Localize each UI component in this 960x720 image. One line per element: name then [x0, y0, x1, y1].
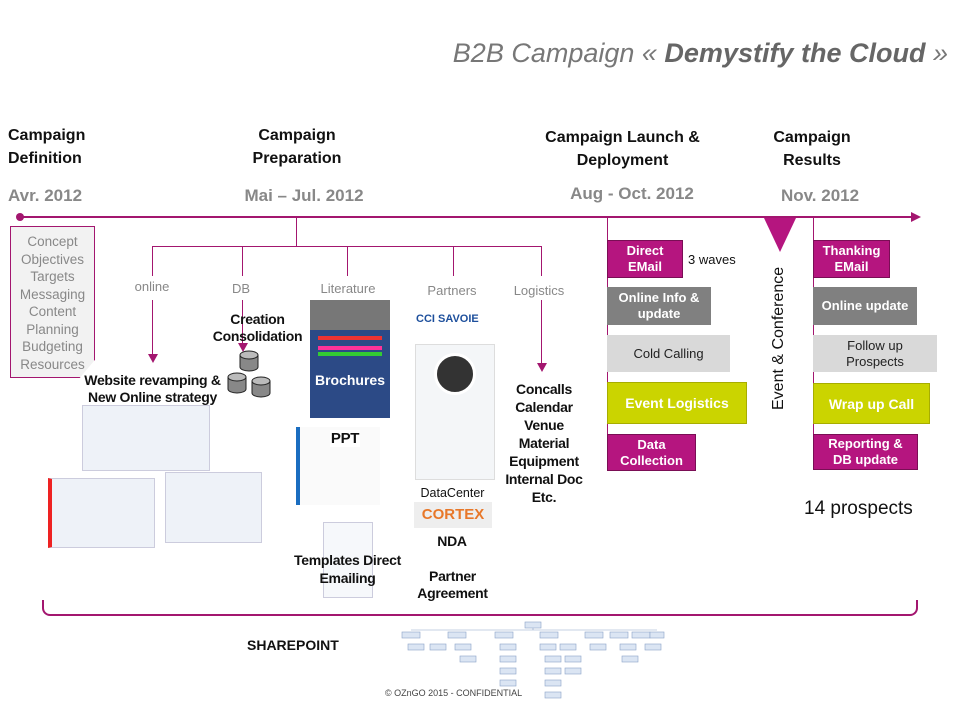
templates-label: Templates Direct Emailing: [294, 552, 401, 586]
follow-up-box: Follow up Prospects: [813, 335, 937, 372]
direct-email-box: Direct EMail: [607, 240, 683, 278]
online-info-box: Online Info & update: [607, 287, 711, 325]
branch-line: [152, 246, 153, 276]
website-screenshot: [165, 472, 262, 543]
branch-stem: [296, 218, 297, 247]
logistics-item: Concalls: [516, 381, 572, 397]
logistics-item: Venue: [524, 417, 564, 433]
reporting-box: Reporting & DB update: [813, 434, 918, 470]
event-conference-label: Event & Conference: [770, 266, 787, 410]
brochure-label: Brochures: [314, 372, 386, 388]
event-marker-icon: [764, 218, 796, 252]
definition-item: Messaging: [19, 286, 86, 302]
branch-line: [347, 246, 348, 276]
partner-profile-card: [415, 344, 495, 480]
logistics-item: Internal Doc: [505, 471, 583, 487]
phase-results-title: Campaign Results: [773, 129, 851, 169]
phase-preparation-date: Mai – Jul. 2012: [244, 186, 364, 205]
online-arrow-line: [152, 300, 153, 355]
db-arrow-line: [242, 300, 243, 344]
branch-line: [242, 246, 243, 276]
definition-item: Budgeting: [22, 339, 83, 354]
phase-launch-date: Aug - Oct. 2012: [570, 184, 694, 203]
website-screenshot: [48, 478, 155, 548]
branch-line: [453, 246, 454, 276]
branch-online: online: [134, 279, 170, 294]
wrap-up-call-box: Wrap up Call: [813, 383, 930, 424]
slide-title: B2B Campaign « Demystify the Cloud »: [452, 38, 948, 68]
definition-note: Concept Objectives Targets Messaging Con…: [10, 226, 95, 378]
nda-label: NDA: [437, 533, 467, 549]
db-result: Creation Consolidation: [212, 311, 303, 344]
logistics-item: Etc.: [531, 489, 557, 505]
branch-literature: Literature: [320, 281, 376, 296]
phase-launch-title: Campaign Launch & Deployment: [545, 129, 700, 169]
thanking-email-box: Thanking EMail: [813, 240, 890, 278]
event-logistics-box: Event Logistics: [607, 382, 747, 424]
online-result: Website revamping & New Online strategy: [84, 372, 221, 405]
database-icon: [227, 350, 271, 398]
branch-logistics: Logistics: [513, 283, 565, 298]
website-screenshot: [82, 405, 210, 471]
phase-results-date: Nov. 2012: [780, 186, 860, 205]
definition-item: Concept: [27, 234, 78, 249]
logistics-list: Concalls Calendar Venue Material Equipme…: [494, 380, 594, 506]
sharepoint-label: SHAREPOINT: [247, 637, 339, 653]
logistics-item: Material: [518, 435, 570, 451]
timeline-start-dot: [16, 213, 24, 221]
arrow-down-icon: [148, 354, 158, 363]
templates-thumbnail: [323, 522, 373, 598]
footer-copyright: © OZnGO 2015 - CONFIDENTIAL: [385, 688, 523, 698]
ppt-label: PPT: [330, 430, 360, 447]
cold-calling-box: Cold Calling: [607, 335, 730, 372]
data-collection-box: Data Collection: [607, 434, 696, 471]
brochure-image: Brochures: [310, 300, 390, 418]
phase-preparation-title: Campaign Preparation: [252, 127, 342, 167]
datacenter-label: DataCenter: [420, 486, 485, 500]
definition-item: Targets: [30, 269, 75, 284]
arrow-down-icon: [537, 363, 547, 372]
logistics-item: Calendar: [515, 399, 573, 415]
branch-db: DB: [231, 281, 251, 296]
definition-item: Content: [28, 304, 77, 319]
sharepoint-tree-diagram: [401, 621, 665, 699]
phase-definition-title: Campaign Definition: [8, 127, 86, 167]
prospects-count: 14 prospects: [804, 498, 913, 519]
definition-item: Objectives: [20, 251, 85, 267]
online-update-box: Online update: [813, 287, 917, 325]
waves-note: 3 waves: [688, 252, 736, 267]
cci-savoie-logo: CCI SAVOIE: [416, 313, 479, 325]
arrow-down-icon: [238, 343, 248, 352]
cortex-logo: CORTEX: [414, 502, 492, 528]
partner-agreement-label: Partner Agreement: [417, 568, 488, 601]
definition-item: Planning: [26, 321, 79, 337]
branch-line: [541, 246, 542, 276]
definition-item: Resources: [20, 356, 85, 372]
timeline-arrow-icon: [911, 212, 921, 222]
sharepoint-bracket: [42, 600, 918, 616]
phase-definition-date: Avr. 2012: [8, 186, 83, 205]
timeline: [20, 216, 913, 218]
logistics-arrow-line: [541, 300, 542, 364]
logistics-item: Equipment: [509, 453, 579, 469]
branch-partners: Partners: [427, 283, 477, 298]
